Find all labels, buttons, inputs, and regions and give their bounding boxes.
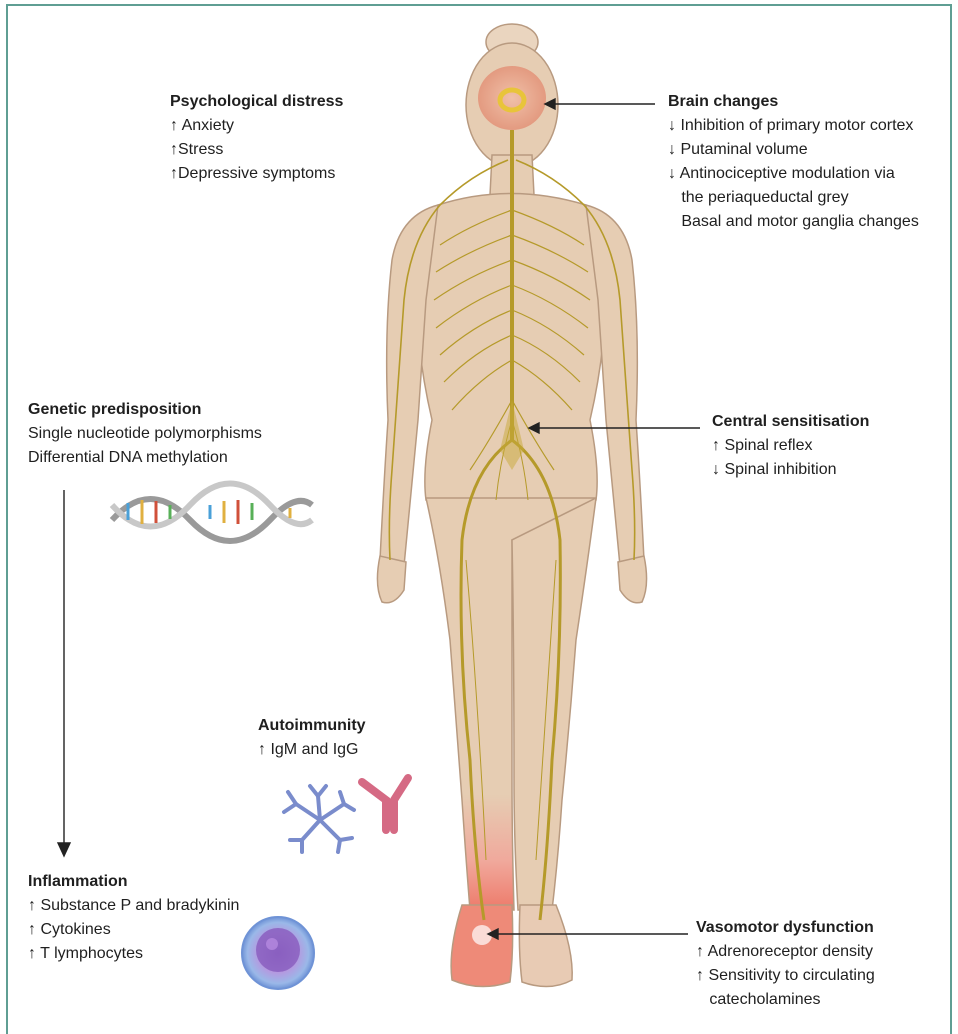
antibody-pink-icon: [362, 778, 408, 830]
vasomotor-line: ↑ Sensitivity to circulating: [696, 964, 875, 988]
vasomotor-line: catecholamines: [696, 988, 875, 1012]
vasomotor-dysfunction-title: Vasomotor dysfunction: [696, 916, 875, 940]
genetic-predisposition-title: Genetic predisposition: [28, 398, 262, 422]
brain-line: Basal and motor ganglia changes: [668, 210, 919, 234]
genetic-line: Single nucleotide polymorphisms: [28, 422, 262, 446]
lymphocyte-icon: [242, 917, 314, 989]
inflammation-block: Inflammation ↑ Substance P and bradykini…: [28, 870, 239, 966]
central-line: ↑ Spinal reflex: [712, 434, 869, 458]
autoimmunity-line: ↑ IgM and IgG: [258, 738, 366, 762]
genetic-predisposition-block: Genetic predisposition Single nucleotide…: [28, 398, 262, 470]
inflammation-line: ↑ T lymphocytes: [28, 942, 239, 966]
dna-helix-icon: [112, 484, 312, 542]
inflammation-line: ↑ Cytokines: [28, 918, 239, 942]
vasomotor-dysfunction-block: Vasomotor dysfunction ↑ Adrenoreceptor d…: [696, 916, 875, 1012]
vasomotor-line: ↑ Adrenoreceptor density: [696, 940, 875, 964]
brain-line: ↓ Antinociceptive modulation via: [668, 162, 919, 186]
antibody-blue-icon: [284, 786, 354, 852]
psychological-distress-block: Psychological distress ↑ Anxiety ↑Stress…: [170, 90, 343, 186]
psychological-line: ↑Depressive symptoms: [170, 162, 343, 186]
brain-line: ↓ Inhibition of primary motor cortex: [668, 114, 919, 138]
brain: [478, 66, 546, 130]
brain-line: the periaqueductal grey: [668, 186, 919, 210]
brain-changes-block: Brain changes ↓ Inhibition of primary mo…: [668, 90, 919, 234]
brain-changes-title: Brain changes: [668, 90, 919, 114]
inflammation-line: ↑ Substance P and bradykinin: [28, 894, 239, 918]
psychological-line: ↑Stress: [170, 138, 343, 162]
psychological-line: ↑ Anxiety: [170, 114, 343, 138]
autoimmunity-block: Autoimmunity ↑ IgM and IgG: [258, 714, 366, 762]
central-sensitisation-block: Central sensitisation ↑ Spinal reflex ↓ …: [712, 410, 869, 482]
psychological-distress-title: Psychological distress: [170, 90, 343, 114]
central-sensitisation-title: Central sensitisation: [712, 410, 869, 434]
genetic-line: Differential DNA methylation: [28, 446, 262, 470]
autoimmunity-title: Autoimmunity: [258, 714, 366, 738]
brain-line: ↓ Putaminal volume: [668, 138, 919, 162]
inflammation-title: Inflammation: [28, 870, 239, 894]
central-line: ↓ Spinal inhibition: [712, 458, 869, 482]
